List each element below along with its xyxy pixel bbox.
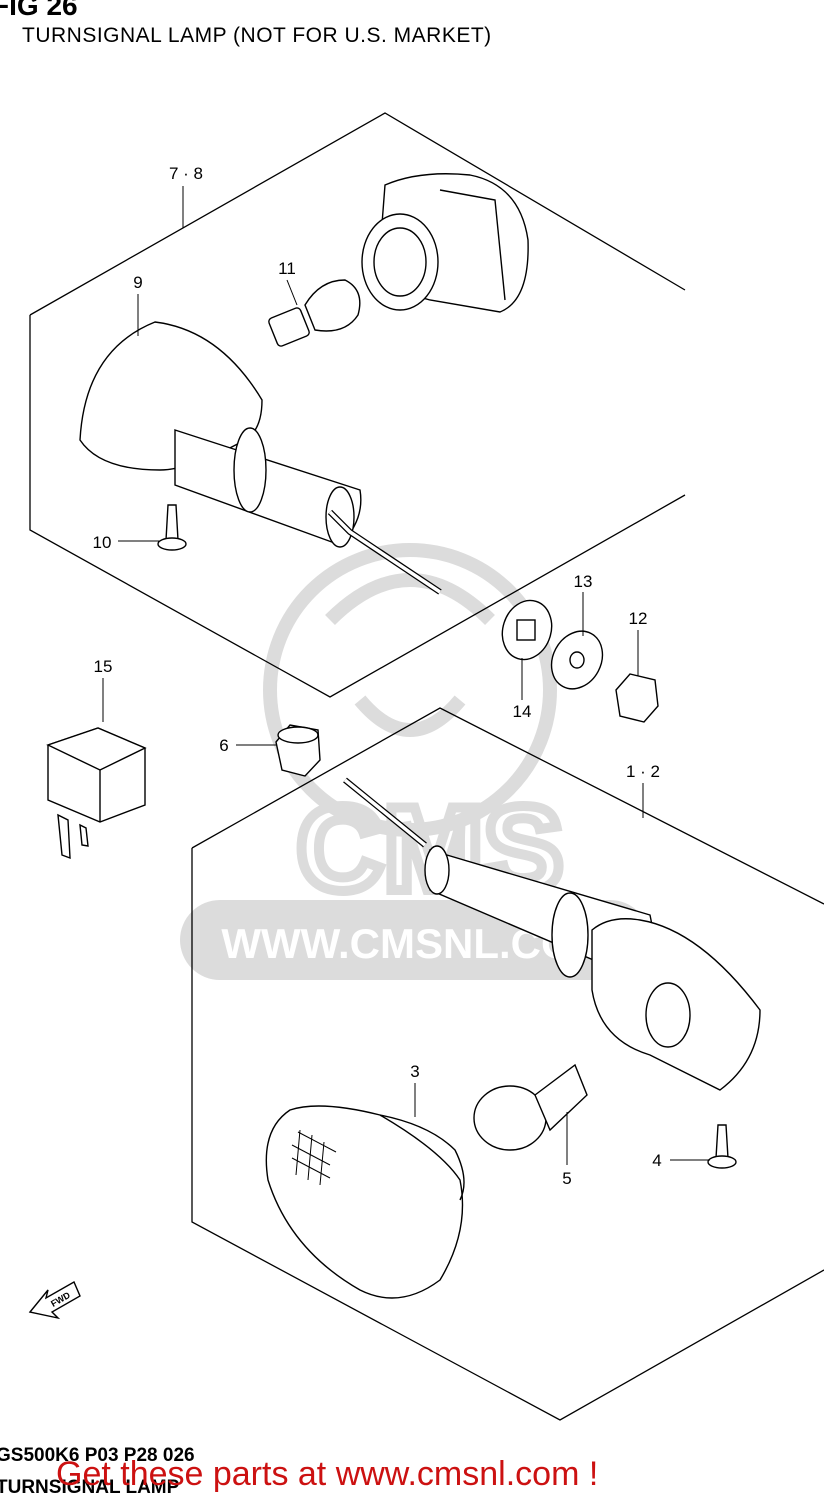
callout-9: 9 [133,273,142,292]
footer-figure-code: GS500K6 P03 P28 026 [0,1445,195,1466]
callout-13: 13 [574,572,593,591]
callout-labels: 7 · 8 11 9 10 13 12 14 15 6 1 · 2 3 5 4 [93,164,662,1188]
callout-3: 3 [410,1062,419,1081]
upper-assembly-panel [29,112,686,698]
callout-11: 11 [278,259,296,278]
callout-6: 6 [219,736,228,755]
callout-14: 14 [513,702,532,721]
part-lamp-body-upper [79,321,442,595]
callout-12: 12 [629,609,648,628]
part-bulb-upper [268,279,361,347]
callout-5: 5 [562,1169,571,1188]
callout-7-8: 7 · 8 [169,164,203,183]
part-bulb-lower [473,1063,588,1151]
part-housing-rear [361,173,529,313]
part-nut-14-hole [516,619,536,641]
callout-4: 4 [652,1151,661,1170]
part-lamp-body-lower [343,777,761,1091]
watermark-helmet [325,573,495,625]
part-relay [46,727,147,860]
figure-subtitle: TURNSIGNAL LAMP (NOT FOR U.S. MARKET) [22,24,492,47]
part-grommet [275,724,321,777]
watermark-face [354,695,466,737]
leader-lines [102,186,710,1165]
part-nut-12 [615,673,659,723]
callout-10: 10 [93,533,112,552]
callout-15: 15 [94,657,113,676]
lens-grid [291,1129,337,1186]
callout-1-2: 1 · 2 [626,762,660,781]
part-washer-13-hole [569,651,585,669]
part-lens-lower [265,1105,465,1299]
footer-figure-name: TURNSIGNAL LAMP [0,1477,180,1498]
part-screw-upper [157,504,187,551]
figure-title: FIG 26 [0,0,78,21]
footer-cta-link[interactable]: Get these parts at www.cmsnl.com ! [56,1455,599,1493]
lower-assembly-panel [191,707,824,1421]
fwd-arrow: FWD [28,1281,81,1320]
part-fasteners [501,599,659,723]
part-screw-lower [707,1124,737,1169]
